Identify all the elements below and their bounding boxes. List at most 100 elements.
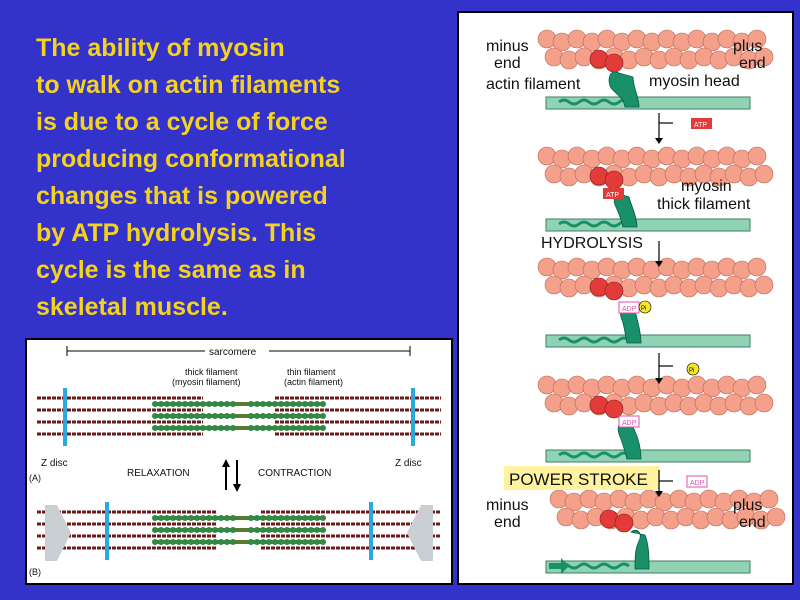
- myosin-head-dot: [284, 539, 290, 545]
- panel-a-label: (A): [29, 473, 41, 483]
- myosin-head-dot: [158, 425, 164, 431]
- myosin-head-dot: [176, 527, 182, 533]
- myosin-head-dot: [200, 425, 206, 431]
- myosin-head-dot: [206, 527, 212, 533]
- minus-end-label: minus: [486, 497, 529, 514]
- myosin-head-dot: [152, 425, 158, 431]
- myosin-head-dot: [272, 413, 278, 419]
- minus-end-label: end: [494, 55, 521, 72]
- myosin-tail: [558, 336, 630, 344]
- myosin-head-dot: [224, 527, 230, 533]
- myosin-head-dot: [296, 425, 302, 431]
- cycle-stage: [537, 29, 774, 110]
- myosin-head-dot: [278, 413, 284, 419]
- myosin-head-dot: [302, 515, 308, 521]
- sarcomere-label: sarcomere: [209, 347, 257, 358]
- myosin-head-dot: [284, 527, 290, 533]
- myosin-head-dot: [152, 413, 158, 419]
- myosin-head-dot: [296, 539, 302, 545]
- myosin-head-dot: [182, 515, 188, 521]
- myosin-head-dot: [164, 413, 170, 419]
- thick-filament-bar: [545, 334, 751, 348]
- myosin-head-dot: [296, 401, 302, 407]
- myosin-head-dot: [290, 425, 296, 431]
- plus-end-label: plus: [733, 38, 762, 55]
- myosin-head-dot: [314, 515, 320, 521]
- pi-badge-text: Pi: [641, 306, 646, 312]
- thick-filament-bar: [545, 218, 751, 232]
- myosin-head-dot: [272, 425, 278, 431]
- pi-badge-text: Pi: [689, 368, 694, 374]
- myosin-head-dot: [260, 515, 266, 521]
- myosin-head-dot: [212, 425, 218, 431]
- adp-badge: [618, 415, 640, 428]
- myosin-head-dot: [176, 425, 182, 431]
- myosin-head-dot: [254, 527, 260, 533]
- myosin-head-dot: [254, 401, 260, 407]
- myosin-head-dot: [158, 515, 164, 521]
- myosin-head-dot: [320, 413, 326, 419]
- myosin-head-dot: [182, 401, 188, 407]
- actin-binding-bead: [614, 513, 634, 533]
- myosin-head-dot: [206, 413, 212, 419]
- cycle-stages: [537, 29, 786, 574]
- adp-badge-text: ADP: [622, 420, 637, 427]
- power-stroke-highlight: [504, 466, 660, 490]
- actin-binding-bead: [604, 53, 624, 73]
- compression-arrow-right: [407, 505, 433, 561]
- myosin-head-dot: [224, 515, 230, 521]
- actin-bead: [747, 375, 767, 395]
- myosin-head-dot: [158, 401, 164, 407]
- thick-filament: [155, 402, 325, 406]
- main-text-line: cycle is the same as in: [36, 256, 306, 284]
- myosin-head-dot: [254, 413, 260, 419]
- myosin-head-dot: [230, 425, 236, 431]
- main-text-line: by ATP hydrolysis. This: [36, 219, 317, 247]
- myosin-head-dot: [170, 413, 176, 419]
- actin-bead: [747, 146, 767, 166]
- myosin-head-dot: [284, 515, 290, 521]
- myosin-head-dot: [224, 401, 230, 407]
- cycle-stage: [537, 257, 774, 348]
- sarcomere-relaxed: [37, 388, 441, 446]
- myosin-head-dot: [170, 527, 176, 533]
- sarcomere-contracted: [37, 502, 441, 560]
- myosin-head-dot: [278, 401, 284, 407]
- myosin-head-dot: [314, 527, 320, 533]
- hydrolysis-label: HYDROLYSIS: [541, 235, 643, 252]
- myosin-head: [630, 529, 650, 570]
- thick-filament-label: (myosin filament): [172, 377, 241, 387]
- myosin-head-dot: [272, 527, 278, 533]
- myosin-head-dot: [302, 425, 308, 431]
- main-text-line: to walk on actin filaments: [36, 71, 341, 99]
- myosin-head-dot: [152, 401, 158, 407]
- myosin-head-dot: [158, 539, 164, 545]
- myosin-head-dot: [272, 515, 278, 521]
- myosin-head-dot: [182, 413, 188, 419]
- step-arrowhead: [655, 138, 663, 497]
- thin-filament-label: (actin filament): [284, 377, 343, 387]
- main-text-line: The ability of myosin: [36, 34, 285, 62]
- minus-end-label: minus: [486, 38, 529, 55]
- z-disc: [63, 388, 67, 446]
- z-disc: [411, 388, 415, 446]
- main-text-line: changes that is powered: [36, 182, 328, 210]
- myosin-head-dot: [302, 401, 308, 407]
- myosin-head-dot: [266, 425, 272, 431]
- myosin-head-dot: [320, 539, 326, 545]
- panel-b-label: (B): [29, 567, 41, 577]
- myosin-head-dot: [308, 425, 314, 431]
- power-stroke-label: POWER STROKE: [509, 470, 648, 489]
- actin-bead: [747, 29, 767, 49]
- myosin-head-dot: [272, 401, 278, 407]
- myosin-head-dot: [212, 401, 218, 407]
- myosin-head-dot: [182, 539, 188, 545]
- myosin-head-dot: [302, 539, 308, 545]
- myosin-head-dot: [254, 515, 260, 521]
- myosin-head-dot: [290, 401, 296, 407]
- myosin-head-dot: [314, 401, 320, 407]
- myosin-head-dot: [254, 539, 260, 545]
- transition-arrows: [225, 460, 238, 490]
- contraction-label: CONTRACTION: [258, 468, 331, 479]
- myosin-head-dot: [176, 413, 182, 419]
